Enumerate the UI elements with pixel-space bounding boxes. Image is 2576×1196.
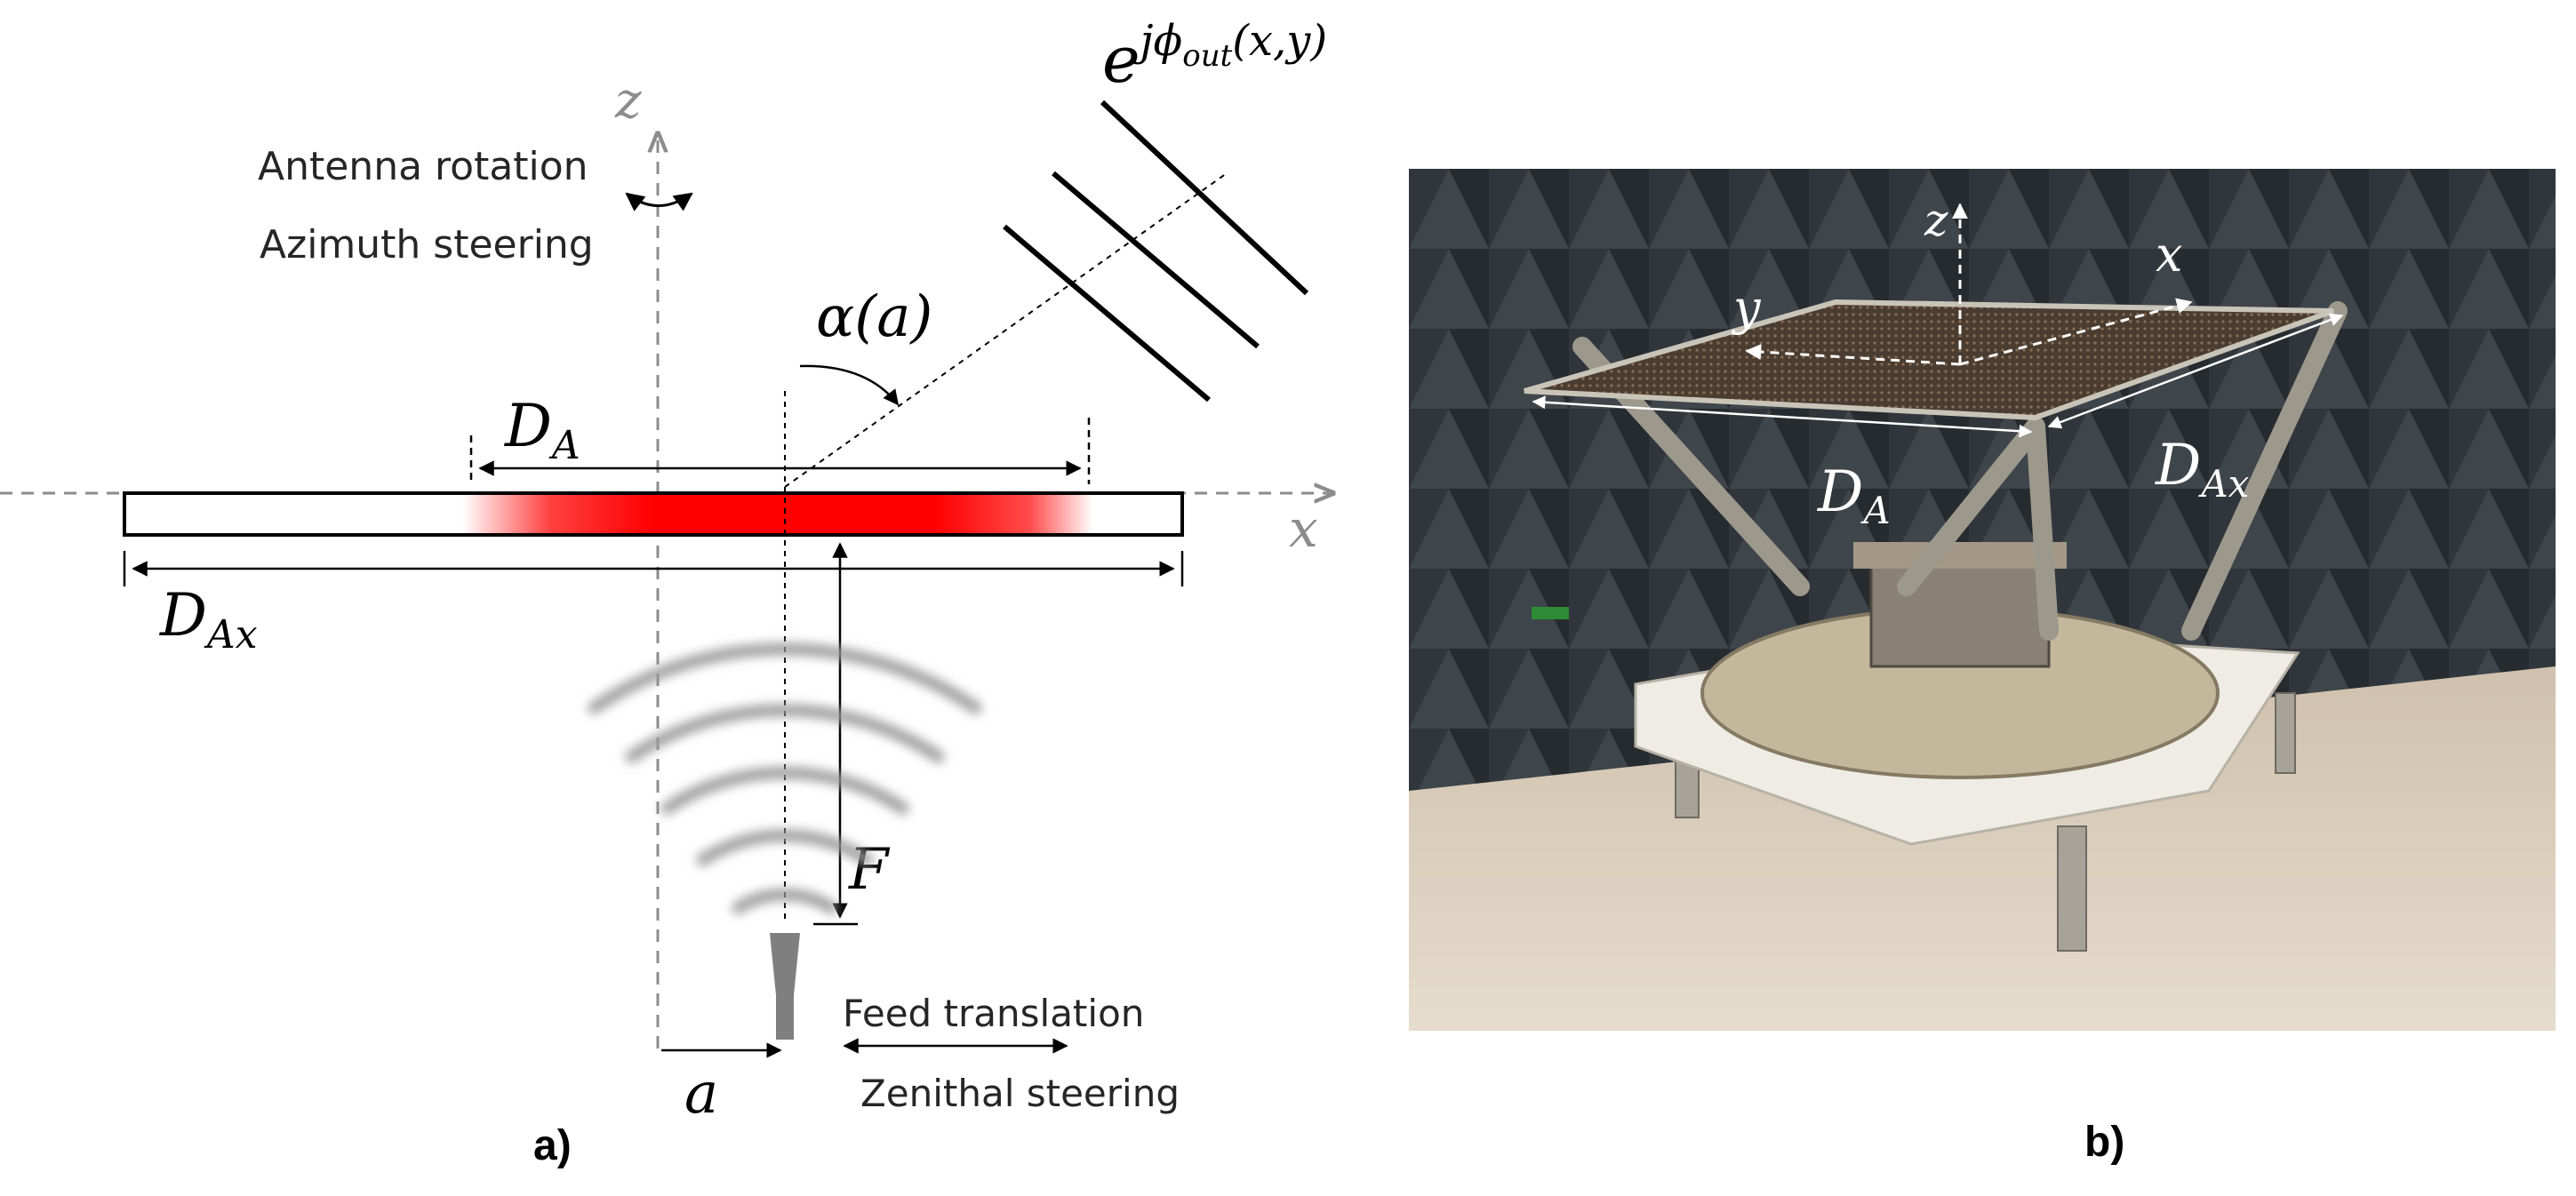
dax-label: DAx — [159, 581, 258, 658]
panel-a-label: a) — [533, 1122, 572, 1169]
photo-dax-label: DAx — [2155, 433, 2250, 506]
azimuth-steering-label: Azimuth steering — [260, 222, 594, 267]
offset-label: a — [684, 1061, 718, 1127]
reflectarray-slab — [123, 491, 1184, 537]
photo-da-arrow — [1532, 395, 2033, 438]
da-label: DA — [504, 392, 580, 468]
photo-dax-arrow — [2047, 313, 2344, 429]
photo-x-label: x — [2156, 227, 2182, 283]
alpha-arc — [799, 364, 900, 406]
z-axis-label: z — [614, 72, 642, 130]
wavefront-line-3 — [1100, 100, 1309, 296]
table-surface — [1409, 666, 2556, 1031]
x-axis-label: x — [1289, 498, 1318, 559]
antenna-rotation-label: Antenna rotation — [258, 144, 588, 189]
radiation-waves — [588, 642, 982, 914]
photo-y-axis — [1745, 344, 1961, 366]
feed-assembly — [1869, 558, 2051, 668]
photo-y-label: y — [1732, 280, 1762, 336]
panel-b-photo: z y x DA DAx — [1409, 169, 2556, 1031]
feed-translation-label: Feed translation — [843, 992, 1144, 1035]
panel-a-schematic: z x Antenna rotation Azimuth steering DA… — [0, 16, 1387, 1169]
panel-b-label: b) — [2084, 1119, 2125, 1166]
photo-svg: z y x DA DAx — [1409, 169, 2556, 1031]
green-marker-on-table — [1532, 607, 1569, 619]
wavefront-line-1 — [1003, 224, 1211, 403]
feed-horn — [770, 933, 800, 1040]
feed-plate — [1853, 542, 2067, 569]
photo-da-label: DA — [1817, 459, 1891, 532]
wavefront-line-2 — [1052, 171, 1260, 349]
photo-x-axis — [1959, 298, 2193, 366]
zenithal-steering-label: Zenithal steering — [860, 1072, 1180, 1115]
schematic-svg: z x Antenna rotation Azimuth steering DA… — [0, 16, 1387, 1169]
photo-z-label: z — [1924, 195, 1948, 246]
phase-label: ejϕout(x,y) — [1102, 16, 1327, 97]
rotation-arrow — [625, 192, 693, 211]
aperture-red-region — [462, 493, 1093, 535]
alpha-label: α(a) — [816, 284, 932, 350]
beam-direction-line — [784, 172, 1228, 488]
